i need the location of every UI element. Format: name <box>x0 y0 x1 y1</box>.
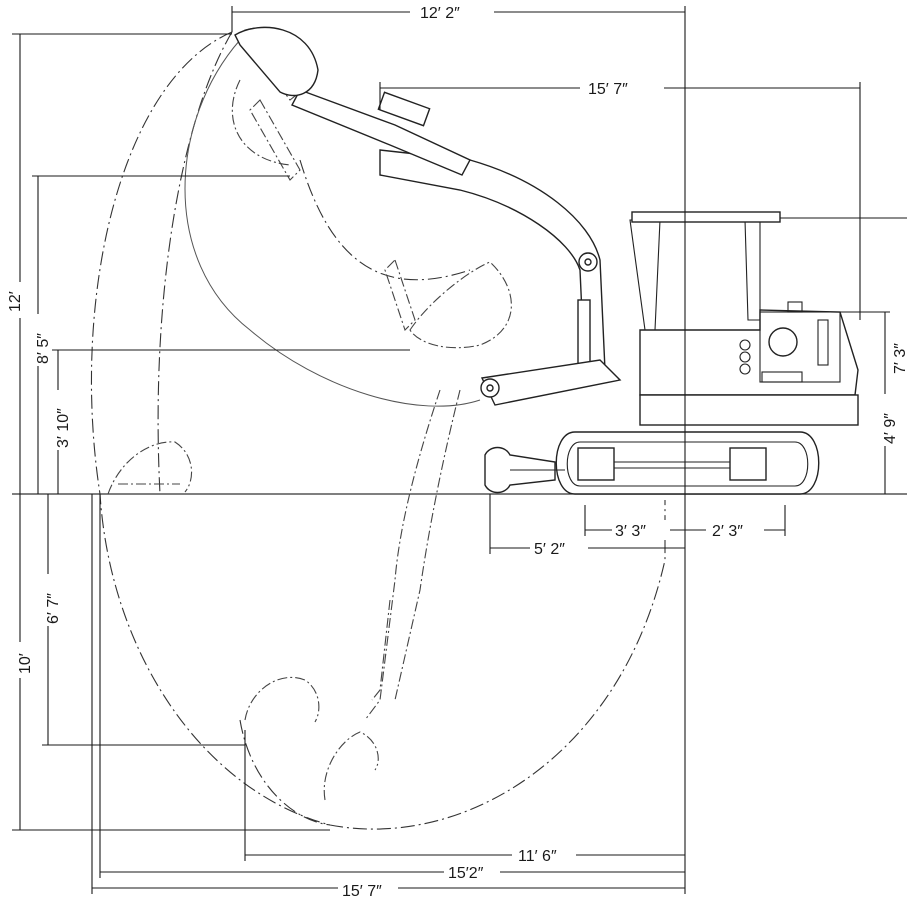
label-max-height: 12′ <box>7 291 24 312</box>
label-dig-depth-vertical: 6′ 7″ <box>45 593 62 624</box>
label-blade-reach: 5′ 2″ <box>534 541 565 558</box>
label-deck-height: 4′ 9″ <box>882 413 899 444</box>
label-top-width: 12′ 2″ <box>420 5 460 22</box>
label-reach-ground: 15′ 7″ <box>342 883 382 900</box>
label-track-front: 3′ 3″ <box>615 523 646 540</box>
label-cab-height: 7′ 3″ <box>892 343 907 374</box>
ghost-boom-positions <box>107 26 512 801</box>
label-track-rear: 2′ 3″ <box>712 523 743 540</box>
working-range-envelope <box>90 31 666 830</box>
label-low-height: 3′ 10″ <box>55 408 72 448</box>
label-max-depth: 10′ <box>17 653 34 674</box>
label-reach-at-height: 15′ 7″ <box>588 81 628 98</box>
label-reach-11-6: 11′ 6″ <box>518 848 557 865</box>
dimension-labels: 12′ 2″ 15′ 7″ 12′ 8′ 5″ 3′ 10″ 4′ 9″ 7′ … <box>7 2 907 900</box>
excavator-body <box>234 26 859 495</box>
label-dump-height: 8′ 5″ <box>35 333 52 364</box>
label-reach-15-2: 15′2″ <box>448 865 484 882</box>
